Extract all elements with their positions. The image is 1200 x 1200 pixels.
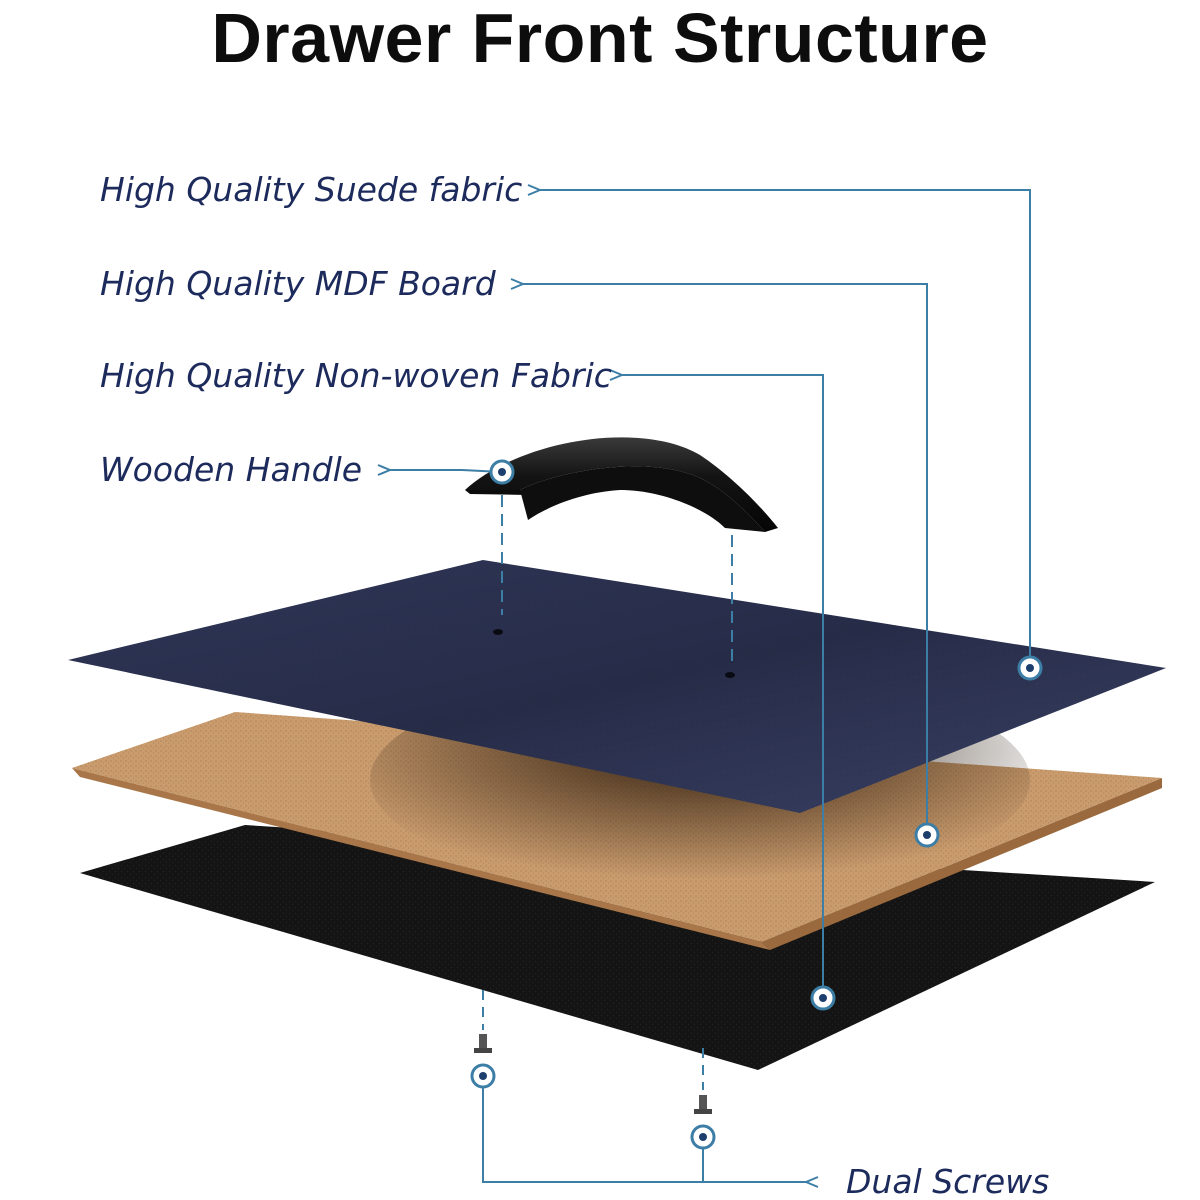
leader-screws: [482, 1076, 806, 1182]
leader-suede: [540, 190, 1031, 668]
screw-right: [694, 1048, 712, 1114]
screw-left: [474, 990, 492, 1053]
label-dual-screws: Dual Screws: [846, 1162, 1050, 1200]
label-mdf-board: High Quality MDF Board: [100, 264, 496, 303]
target-handle-icon: [489, 459, 515, 485]
target-nonwoven-icon: [810, 985, 836, 1011]
dual-screws: [474, 990, 712, 1114]
leader-nonwoven: [622, 375, 824, 998]
target-screw-right-icon: [690, 1124, 716, 1150]
handle-screw-guides: [501, 495, 733, 665]
suede-layer: [68, 560, 1166, 813]
leader-mdf: [523, 284, 928, 835]
target-markers: [470, 459, 1043, 1150]
wooden-handle: [465, 437, 778, 532]
diagram-title: Drawer Front Structure: [211, 0, 989, 77]
leader-lines: [390, 190, 1031, 1182]
target-screw-left-icon: [470, 1063, 496, 1089]
target-suede-icon: [1017, 655, 1043, 681]
label-wooden-handle: Wooden Handle: [100, 450, 363, 489]
leader-handle: [390, 470, 503, 472]
label-suede-fabric: High Quality Suede fabric: [100, 170, 523, 209]
target-mdf-icon: [914, 822, 940, 848]
label-nonwoven-fabric: High Quality Non-woven Fabric: [100, 356, 612, 395]
